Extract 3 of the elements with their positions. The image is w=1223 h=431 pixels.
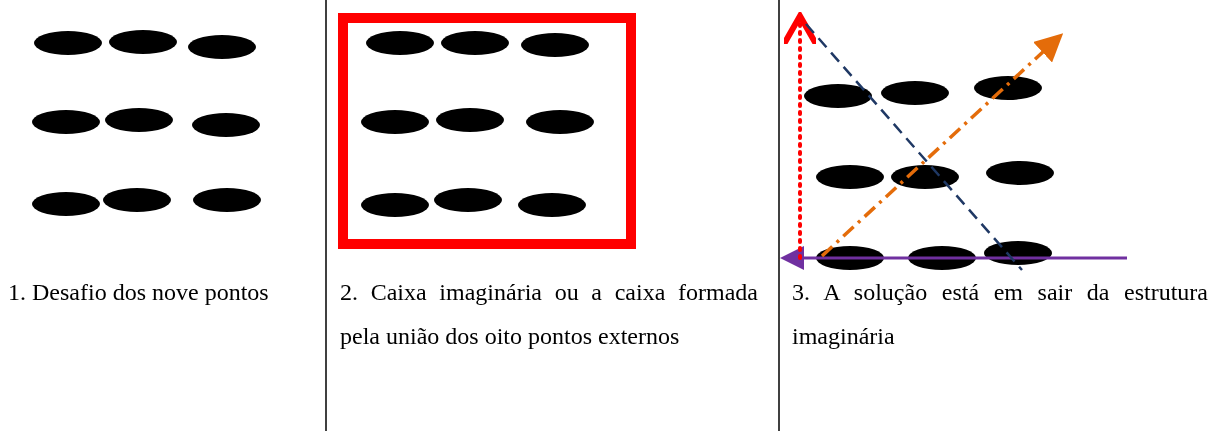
caption: 1. Desafio dos nove pontos	[8, 278, 270, 307]
caption: 3. A solução está em sair da estrutura imaginária	[792, 278, 1208, 351]
caption: 2. Caixa imaginária ou a caixa formada pela união dos oito pontos externos	[340, 278, 758, 351]
